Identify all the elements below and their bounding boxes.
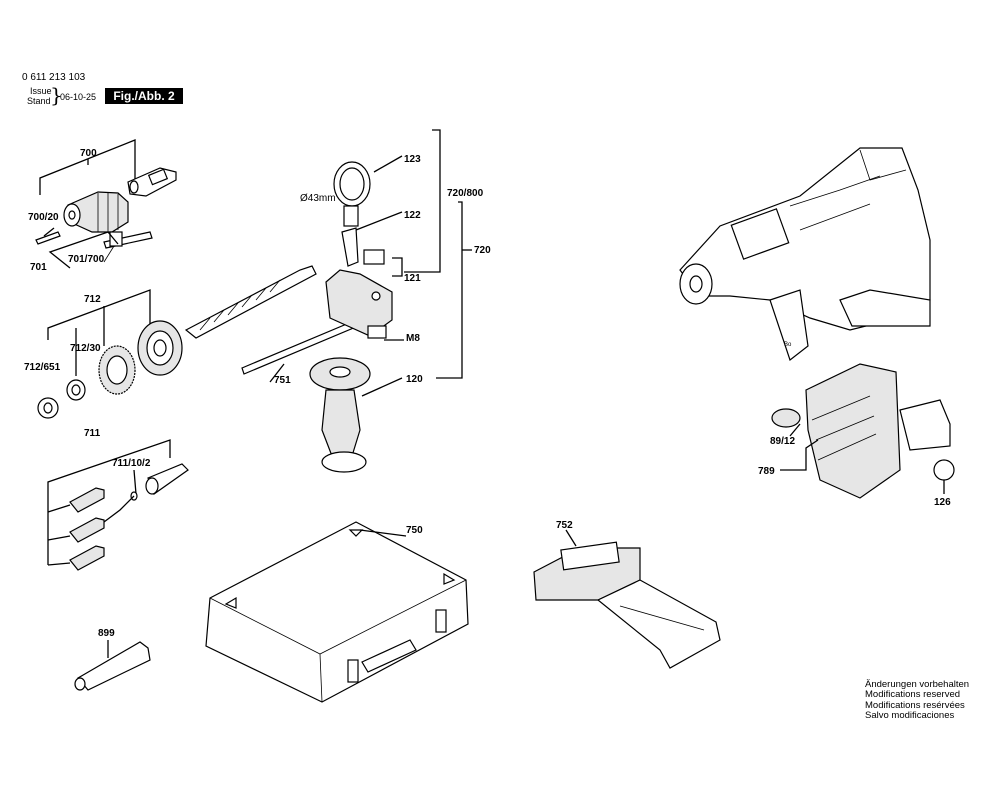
callout-700: 700 <box>80 148 97 159</box>
leader-122 <box>355 211 403 231</box>
callout-751: 751 <box>274 375 291 386</box>
rotary-hammer-body: Bo <box>679 147 931 361</box>
leader-789 <box>780 439 819 471</box>
callout-750: 750 <box>406 525 423 536</box>
callout-711-10-2: 711/10/2 <box>112 458 151 469</box>
drill-bit <box>184 265 317 339</box>
battery-charger <box>533 541 721 669</box>
drill-chuck <box>63 191 129 233</box>
leader-752 <box>565 529 577 547</box>
leader-751 <box>269 363 285 383</box>
note-spanish: Salvo modificaciones <box>865 709 955 721</box>
clamp-bolt <box>341 227 359 267</box>
carrying-case <box>205 521 469 703</box>
leader-123 <box>373 155 403 173</box>
issue-label: Issue <box>30 86 52 96</box>
callout-712-651: 712/651 <box>24 362 61 373</box>
stand-label: Stand <box>27 96 51 106</box>
issue-date: 06-10-25 <box>60 92 97 102</box>
callout-720-800: 720/800 <box>447 188 484 199</box>
sleeve-ring <box>37 397 59 419</box>
callout-121: 121 <box>404 273 421 284</box>
leader-711-10-2 <box>133 469 137 495</box>
clamping-band <box>333 161 371 227</box>
callout-126: 126 <box>934 497 951 508</box>
callout-711: 711 <box>84 428 101 439</box>
leader-711 <box>47 439 171 565</box>
bracket-720-800-inner <box>404 129 441 273</box>
leader-711-bit1 <box>47 504 71 513</box>
callout-diameter: Ø43mm <box>300 193 336 204</box>
battery-cap <box>771 408 801 428</box>
callout-700-20: 700/20 <box>28 212 59 223</box>
note-german: Änderungen vorbehalten <box>865 679 970 690</box>
keyless-chuck-sleeve <box>137 320 183 376</box>
callout-712-30: 712/30 <box>70 343 101 354</box>
callout-720: 720 <box>474 245 491 256</box>
callout-752: 752 <box>556 520 573 531</box>
leader-121 <box>392 257 403 277</box>
leader-711-bit3 <box>47 562 71 566</box>
figure-badge: Fig./Abb. 2 <box>105 88 183 104</box>
leader-120 <box>361 377 403 397</box>
leader-711-bit2 <box>47 535 71 541</box>
leader-700-20 <box>43 227 55 237</box>
callout-712: 712 <box>84 294 101 305</box>
note-english: Modifications reserved <box>865 689 961 701</box>
document-number: 0 611 213 103 <box>22 72 86 83</box>
screwdriver-bits <box>69 487 105 571</box>
bit-holder <box>145 463 189 495</box>
callout-701: 701 <box>30 262 47 273</box>
battery-label <box>933 459 955 481</box>
chuck-screw <box>35 231 61 245</box>
knurled-ring <box>98 345 136 395</box>
grease-tube <box>74 641 151 691</box>
svg-text:Bo: Bo <box>784 342 792 348</box>
brace-glyph: } <box>50 83 63 107</box>
callout-899: 899 <box>98 628 115 639</box>
callout-123: 123 <box>404 154 421 165</box>
sleeve-washer <box>66 379 86 401</box>
leader-89-12 <box>789 423 801 437</box>
leader-750 <box>359 529 407 537</box>
leader-700 <box>39 139 136 195</box>
depth-stop-holder <box>325 249 393 339</box>
callout-M8: M8 <box>406 333 420 344</box>
note-french: Modifications resérvées <box>865 699 965 711</box>
callout-120: 120 <box>406 374 423 385</box>
sds-adapter <box>127 167 177 197</box>
leader-711-ring <box>103 495 135 523</box>
callout-89-12: 89/12 <box>770 436 795 447</box>
chuck-key <box>103 231 153 263</box>
auxiliary-handle <box>309 357 371 473</box>
bracket-720-800 <box>436 201 463 379</box>
modification-notes: Änderungen vorbehalten Modifications res… <box>865 679 970 721</box>
leader-701 <box>48 231 119 269</box>
leader-712 <box>47 289 151 340</box>
callout-122: 122 <box>404 210 421 221</box>
battery-pack <box>805 363 951 499</box>
callout-701-700: 701/700 <box>68 254 105 265</box>
callout-789: 789 <box>758 466 775 477</box>
